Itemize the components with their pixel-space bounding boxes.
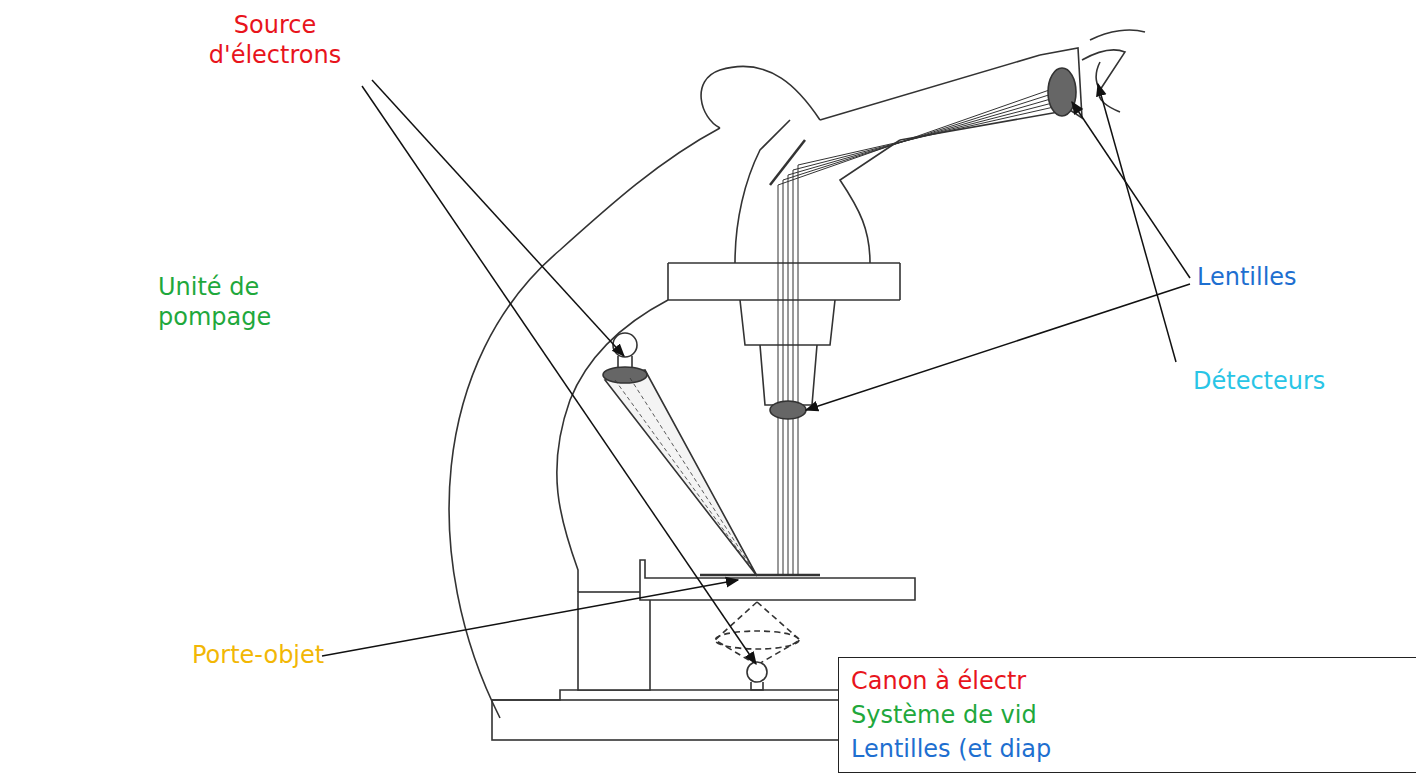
leader-lines — [322, 80, 1190, 664]
part-label: Détecteurs — [1193, 366, 1325, 396]
part-label: Source d'électrons — [168, 10, 382, 70]
part-label: Unité de pompage — [158, 272, 328, 332]
part-label: Lentilles — [1197, 262, 1297, 292]
legend-line: Canon à électr — [851, 664, 1416, 698]
legend-line: Lentilles (et diap — [851, 732, 1416, 766]
part-label: Porte-objet — [192, 640, 324, 670]
microscope-body — [449, 30, 1145, 740]
legend-line: Système de vid — [851, 698, 1416, 732]
legend-box: Canon à électrSystème de vidLentilles (e… — [838, 657, 1416, 773]
